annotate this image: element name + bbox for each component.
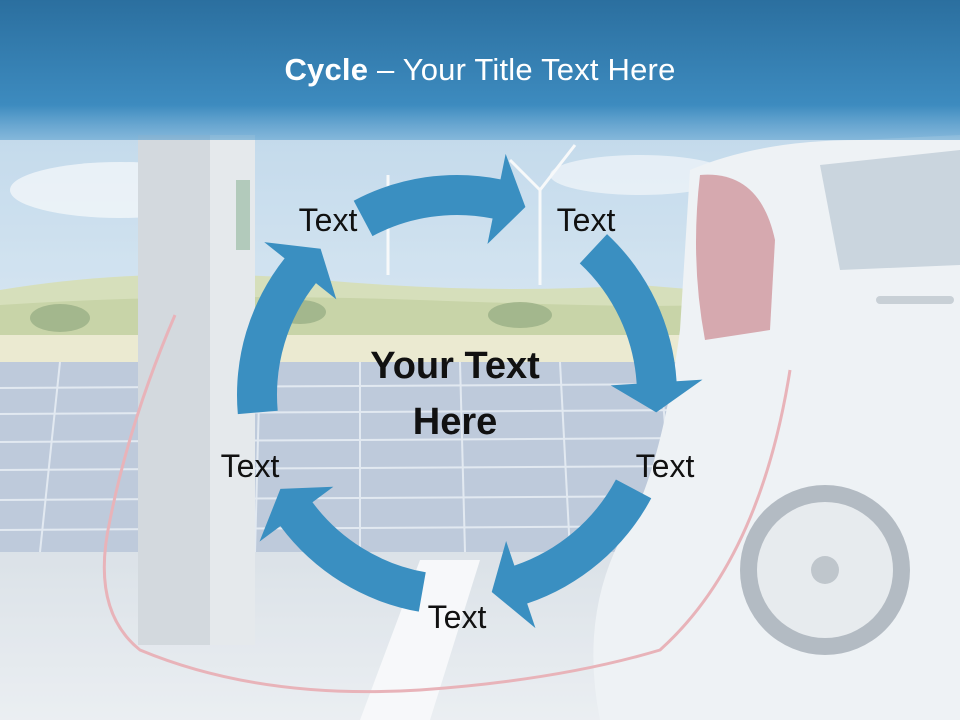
node-label-top-left: Text bbox=[298, 202, 358, 238]
node-label-top-right: Text bbox=[556, 202, 616, 238]
cycle-arrow-right-lower bbox=[491, 479, 652, 629]
title-bold: Cycle bbox=[284, 52, 369, 87]
title-rest: – Your Title Text Here bbox=[368, 52, 676, 87]
node-label-bottom: Text bbox=[427, 599, 487, 635]
cycle-arrow-bottom-left bbox=[259, 486, 426, 612]
slide-title: Cycle – Your Title Text Here bbox=[0, 52, 960, 88]
cycle-arrow-left bbox=[237, 242, 337, 415]
cycle-arrow-right-upper bbox=[579, 234, 703, 413]
node-label-left: Text bbox=[220, 448, 280, 484]
cycle-arrow-top bbox=[353, 153, 526, 245]
node-label-right: Text bbox=[635, 448, 695, 484]
center-text: Your Text Here bbox=[370, 345, 540, 443]
